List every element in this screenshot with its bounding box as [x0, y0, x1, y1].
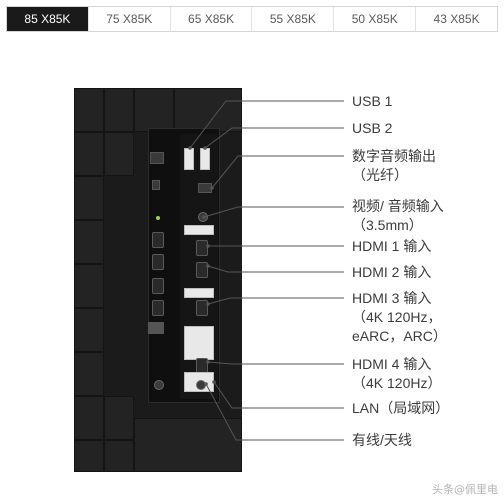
- lan-port-left: [148, 322, 164, 334]
- callout-hdmi1: HDMI 1 输入: [352, 238, 432, 254]
- back-tile: [74, 220, 104, 264]
- back-tile: [74, 396, 104, 440]
- tab-75-x85k[interactable]: 75 X85K: [89, 7, 171, 31]
- hdmi3-label: [184, 288, 214, 298]
- tab-50-x85k[interactable]: 50 X85K: [334, 7, 417, 31]
- callout-usb2: USB 2: [352, 120, 393, 136]
- hdmi-port-left: [152, 300, 164, 316]
- back-tile: [104, 132, 134, 176]
- callout-hdmi3-line2: （4K 120Hz，: [352, 309, 442, 325]
- back-tile: [104, 396, 134, 440]
- hdmi1-label: [184, 225, 214, 235]
- back-tile: [74, 132, 104, 176]
- back-tile: [104, 440, 134, 472]
- callout-hdmi3-line1: HDMI 3 输入: [352, 290, 432, 306]
- callout-hdmi2: HDMI 2 输入: [352, 264, 432, 280]
- callout-optical-line1: 数字音频输出: [352, 148, 436, 164]
- back-tile: [74, 440, 104, 472]
- callout-antenna: 有线/天线: [352, 432, 412, 448]
- callout-optical-line2: （光纤）: [352, 167, 408, 183]
- tab-85-x85k[interactable]: 85 X85K: [7, 7, 89, 31]
- tab-65-x85k[interactable]: 65 X85K: [171, 7, 253, 31]
- callout-hdmi4-line2: （4K 120Hz）: [352, 375, 442, 391]
- model-size-tabs: 85 X85K 75 X85K 65 X85K 55 X85K 50 X85K …: [6, 6, 498, 32]
- callout-av-line2: （3.5mm）: [352, 217, 423, 233]
- callout-hdmi3-line3: eARC，ARC）: [352, 328, 447, 344]
- hdmi2-port: [196, 262, 208, 278]
- back-tile: [74, 88, 104, 132]
- hdmi-port-left: [152, 232, 164, 248]
- tab-55-x85k[interactable]: 55 X85K: [252, 7, 335, 31]
- callout-lan: LAN（局域网）: [352, 400, 450, 416]
- headphone-port: [152, 180, 160, 190]
- hdmi-port-left: [152, 278, 164, 294]
- watermark: 头条@佩里电: [432, 483, 498, 496]
- hdmi-port-left: [152, 254, 164, 270]
- hdmi3-port: [196, 300, 208, 316]
- usb-port-side: [150, 152, 164, 164]
- back-tile: [74, 264, 104, 308]
- back-tile: [74, 176, 104, 220]
- hdmi1-port: [196, 240, 208, 256]
- back-tile: [134, 88, 174, 132]
- callout-av-line1: 视频/ 音频输入: [352, 198, 444, 214]
- callout-usb1: USB 1: [352, 93, 393, 109]
- back-tile: [74, 308, 104, 352]
- indicator-led: [156, 216, 160, 220]
- antenna-port-left: [154, 380, 164, 390]
- back-tile: [74, 352, 104, 396]
- callout-hdmi4-line1: HDMI 4 输入: [352, 356, 432, 372]
- tab-43-x85k[interactable]: 43 X85K: [433, 12, 480, 26]
- back-tile: [104, 88, 134, 132]
- back-tile: [134, 418, 242, 472]
